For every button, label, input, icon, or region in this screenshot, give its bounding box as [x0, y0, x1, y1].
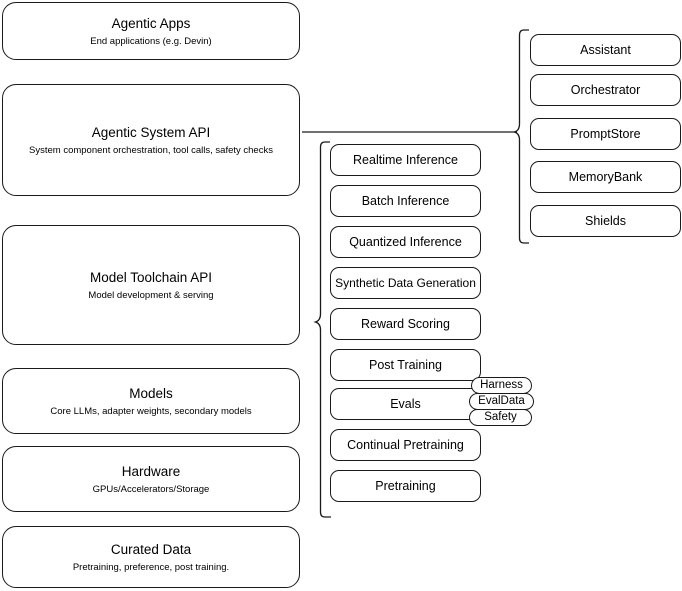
pill-evals[interactable]: Evals [330, 388, 481, 420]
layer-subtitle: GPUs/Accelerators/Storage [92, 483, 210, 495]
layer-title: Model Toolchain API [89, 269, 213, 285]
layer-agentic-apps[interactable]: Agentic Apps End applications (e.g. Devi… [2, 2, 300, 60]
pill-orchestrator[interactable]: Orchestrator [530, 74, 681, 106]
layer-title: Hardware [121, 463, 181, 479]
pill-memorybank[interactable]: MemoryBank [530, 161, 681, 193]
layer-models[interactable]: Models Core LLMs, adapter weights, secon… [2, 368, 300, 434]
toolchain-brace-path [313, 141, 331, 518]
layer-subtitle: System component orchestration, tool cal… [29, 144, 273, 156]
mini-pill-evaldata[interactable]: EvalData [469, 393, 534, 410]
layer-title: Curated Data [110, 541, 192, 557]
pill-realtime-inference[interactable]: Realtime Inference [330, 144, 481, 176]
pill-post-training[interactable]: Post Training [330, 349, 481, 381]
layer-model-toolchain-api[interactable]: Model Toolchain API Model development & … [2, 225, 300, 345]
layer-title: Agentic System API [91, 124, 211, 140]
mini-pill-harness[interactable]: Harness [471, 377, 532, 394]
pill-quantized-inference[interactable]: Quantized Inference [330, 226, 481, 258]
pill-synthetic-data-generation[interactable]: Synthetic Data Generation [330, 267, 481, 299]
pill-pretraining[interactable]: Pretraining [330, 470, 481, 502]
layer-subtitle: Core LLMs, adapter weights, secondary mo… [50, 405, 252, 417]
layer-hardware[interactable]: Hardware GPUs/Accelerators/Storage [2, 446, 300, 512]
pill-continual-pretraining[interactable]: Continual Pretraining [330, 429, 481, 461]
layer-title: Agentic Apps [111, 15, 191, 31]
system-components-brace-path [512, 29, 529, 244]
layer-curated-data[interactable]: Curated Data Pretraining, preference, po… [2, 526, 300, 588]
pill-batch-inference[interactable]: Batch Inference [330, 185, 481, 217]
layer-subtitle: End applications (e.g. Devin) [90, 35, 212, 47]
mini-pill-safety[interactable]: Safety [469, 409, 532, 426]
layer-subtitle: Model development & serving [88, 289, 214, 301]
layer-agentic-system-api[interactable]: Agentic System API System component orch… [2, 84, 300, 196]
pill-promptstore[interactable]: PromptStore [530, 118, 681, 150]
pill-assistant[interactable]: Assistant [530, 34, 681, 66]
pill-shields[interactable]: Shields [530, 205, 681, 237]
layer-title: Models [129, 385, 173, 401]
pill-reward-scoring[interactable]: Reward Scoring [330, 308, 481, 340]
layer-subtitle: Pretraining, preference, post training. [72, 561, 230, 573]
